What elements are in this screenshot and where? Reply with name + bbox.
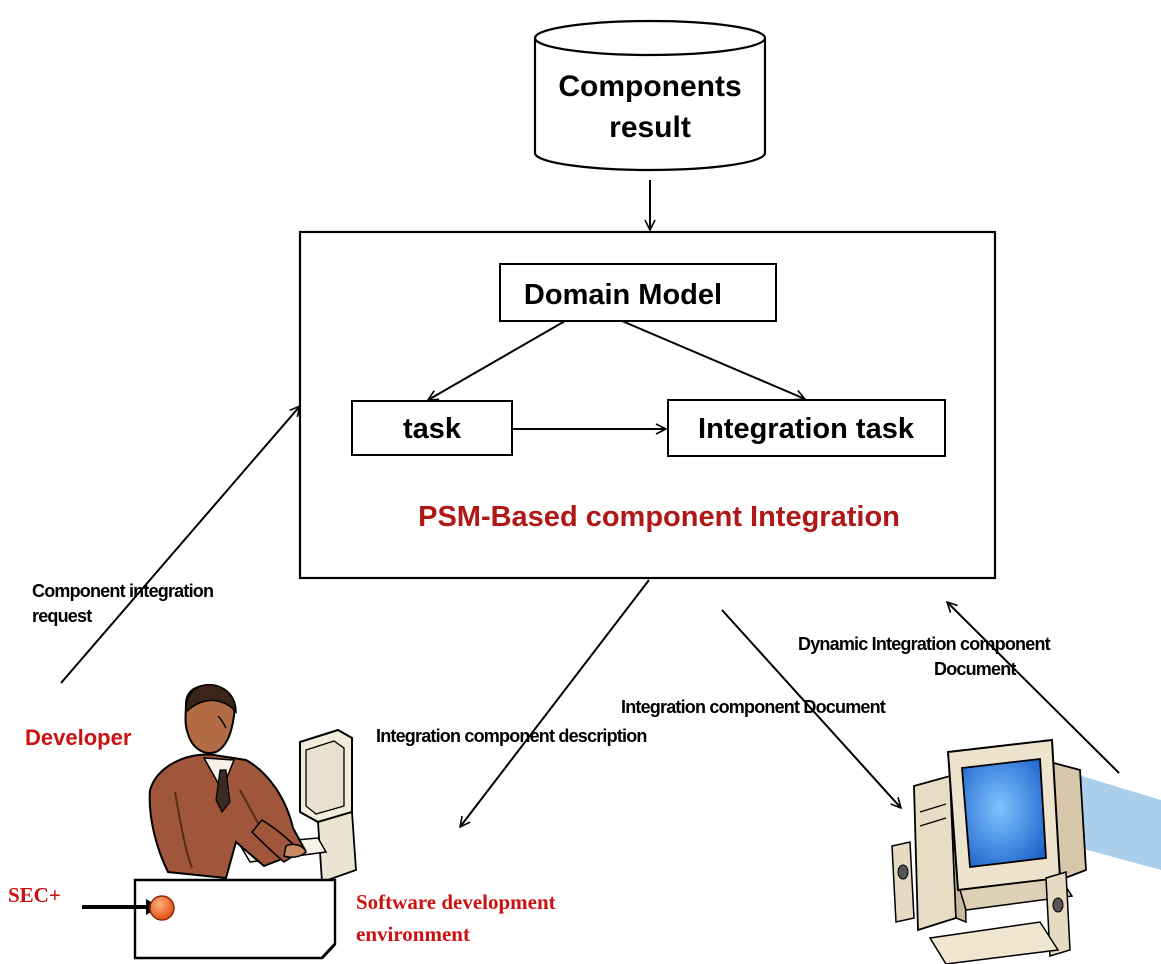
task-label: task [403,413,462,445]
document-label: Integration component Document [621,697,886,717]
dynamic-label-line1: Dynamic Integration component [798,634,1051,654]
software-environment-window [133,878,337,960]
arrow-description-out [460,579,650,827]
integration-task-node [667,399,946,457]
database-label-line1: Components [558,70,741,103]
arrow-domain-to-task [428,320,566,400]
arrow-developer-request [60,406,300,684]
sec-plus-marker [149,895,175,921]
description-label: Integration component description [376,726,647,746]
database-cylinder-icon [533,19,767,172]
arrow-document-to-computer [721,609,901,808]
main-box-caption: PSM-Based component Integration [418,501,900,533]
environment-label-line1: Software development [356,890,556,914]
request-label-line2: request [32,606,92,626]
arrow-domain-to-integration-task [621,320,805,399]
domain-model-node [499,263,777,322]
developer-label: Developer [25,725,132,750]
environment-label-line2: environment [356,922,470,946]
desktop-computer-icon [891,738,1161,964]
request-label-line1: Component integration [32,581,213,601]
developer-at-computer-icon [148,683,357,884]
integration-task-label: Integration task [698,413,915,445]
arrow-dynamic-document-back [947,602,1120,774]
database-label-line2: result [609,111,691,144]
sec-plus-label: SEC+ [8,883,61,907]
domain-model-label: Domain Model [524,279,722,311]
dynamic-label-line2: Document [934,659,1016,679]
task-node [351,400,513,456]
